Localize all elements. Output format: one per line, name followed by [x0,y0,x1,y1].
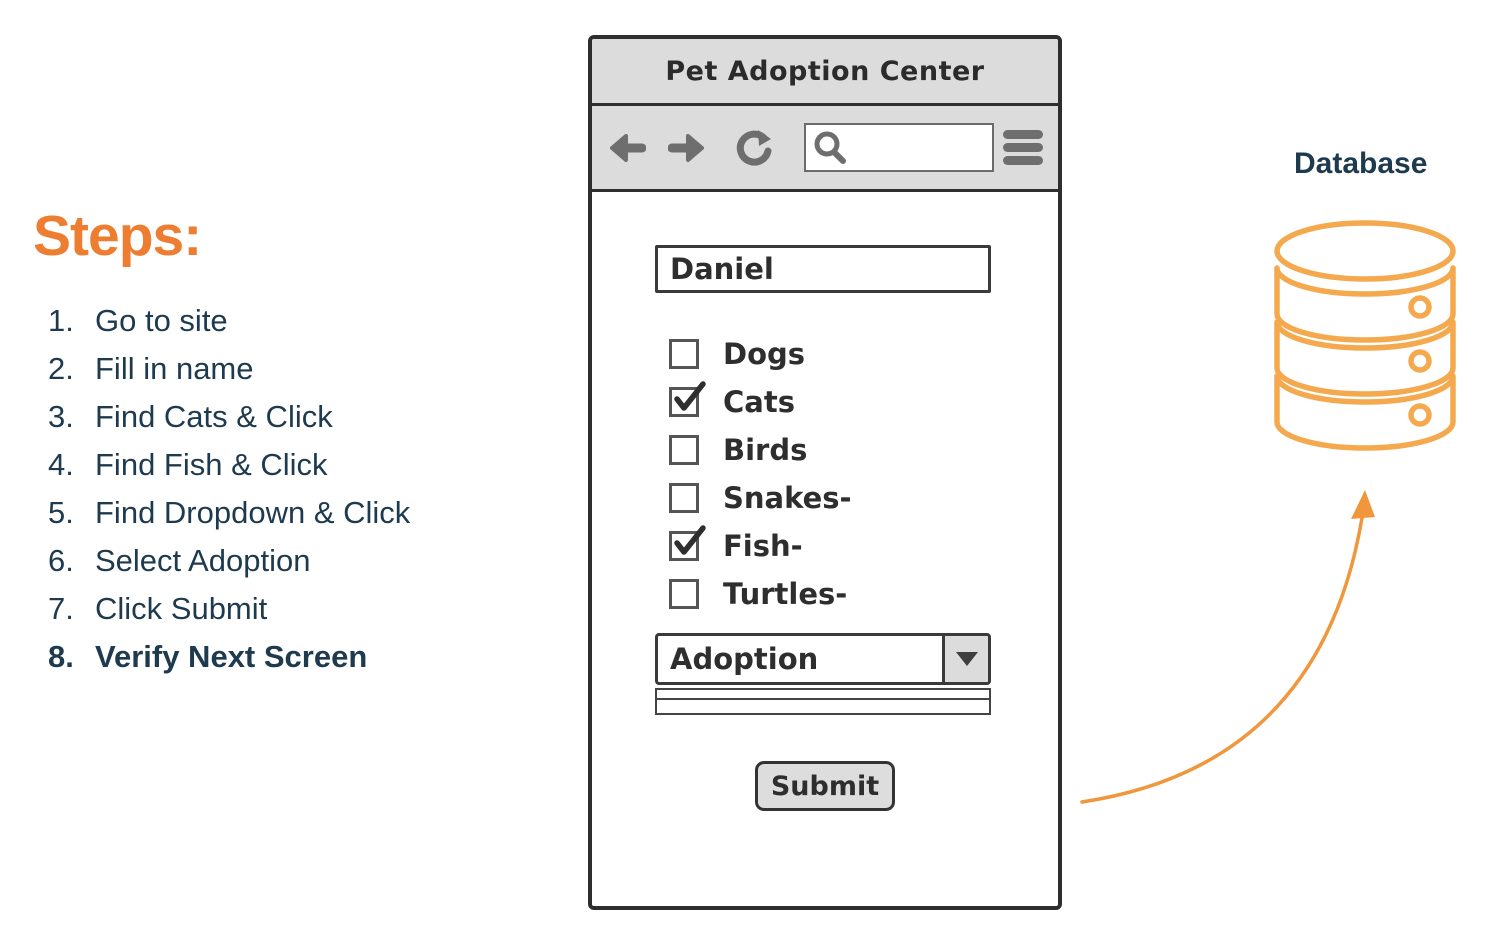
checkbox-label: Fish- [723,528,803,563]
step-label: Find Cats & Click [95,399,333,434]
checkbox-label: Snakes- [723,480,852,515]
step-label: Click Submit [95,591,268,626]
dropdown-value: Adoption [670,642,819,676]
checkbox-label: Turtles- [723,576,848,611]
step-number: 1. [48,303,74,338]
checkbox-row[interactable]: Cats [669,381,1058,419]
database-label: Database [1294,147,1428,180]
search-box [804,123,994,172]
refresh-icon [736,129,772,166]
checkbox-row[interactable]: Fish- [669,525,1058,563]
forward-icon [668,133,704,162]
steps-panel: Steps: 1. Go to site 2. Fill in name 3. … [33,204,533,673]
browser-titlebar: Pet Adoption Center [592,39,1058,106]
dropdown-list-strip [655,688,991,698]
step-item: 5. Find Dropdown & Click [33,497,533,528]
back-icon [610,133,646,162]
page-title: Pet Adoption Center [665,55,985,87]
back-button[interactable] [608,131,646,165]
checkbox-row[interactable]: Birds [669,435,1058,465]
checkbox-row[interactable]: Turtles- [669,579,1058,609]
checkmark-icon [674,525,706,555]
steps-list: 1. Go to site 2. Fill in name 3. Find Ca… [33,305,533,672]
menu-button[interactable] [1003,129,1043,166]
chevron-down-icon [955,652,978,666]
page-content: Dogs Cats Birds Snakes- Fish- [592,245,1058,811]
step-item: 2. Fill in name [33,353,533,384]
browser-window: Pet Adoption Center [588,35,1062,910]
menu-icon [1003,130,1043,165]
checkbox-row[interactable]: Dogs [669,339,1058,369]
checkbox[interactable] [669,381,706,417]
checkbox[interactable] [669,483,699,513]
browser-toolbar [592,106,1058,192]
dropdown-select[interactable]: Adoption [655,633,991,685]
step-label: Select Adoption [95,543,311,578]
search-icon [814,131,846,164]
checkbox[interactable] [669,525,706,561]
refresh-button[interactable] [734,129,772,167]
step-number: 7. [48,591,74,626]
step-item: 3. Find Cats & Click [33,401,533,432]
checkbox[interactable] [669,435,699,465]
step-item: 1. Go to site [33,305,533,336]
checkbox-label: Birds [723,432,808,467]
steps-heading: Steps: [33,204,202,268]
step-item: 8. Verify Next Screen [33,641,533,672]
checkbox-row[interactable]: Snakes- [669,483,1058,513]
step-number: 2. [48,351,74,386]
checkbox-label: Cats [723,384,795,419]
name-input[interactable] [655,245,991,293]
dropdown-widget: Adoption [655,633,991,715]
dropdown-arrow-button[interactable] [942,636,988,682]
step-item: 7. Click Submit [33,593,533,624]
search-input[interactable] [851,124,992,171]
step-item: 6. Select Adoption [33,545,533,576]
forward-button[interactable] [668,131,706,165]
database-icon [1274,220,1456,451]
dropdown-list-strip [655,698,991,715]
step-number: 4. [48,447,74,482]
step-number: 5. [48,495,74,530]
flow-arrow [1080,490,1375,804]
step-label: Find Fish & Click [95,447,328,482]
checkbox-list: Dogs Cats Birds Snakes- Fish- [669,339,1058,609]
checkbox-label: Dogs [723,336,806,371]
step-label: Verify Next Screen [95,639,368,674]
step-number: 3. [48,399,74,434]
step-label: Fill in name [95,351,254,386]
submit-button[interactable]: Submit [755,761,895,811]
step-label: Go to site [95,303,228,338]
checkbox[interactable] [669,579,699,609]
step-label: Find Dropdown & Click [95,495,411,530]
checkbox[interactable] [669,339,699,369]
step-number: 6. [48,543,74,578]
step-number: 8. [48,639,74,674]
step-item: 4. Find Fish & Click [33,449,533,480]
checkmark-icon [674,381,706,411]
